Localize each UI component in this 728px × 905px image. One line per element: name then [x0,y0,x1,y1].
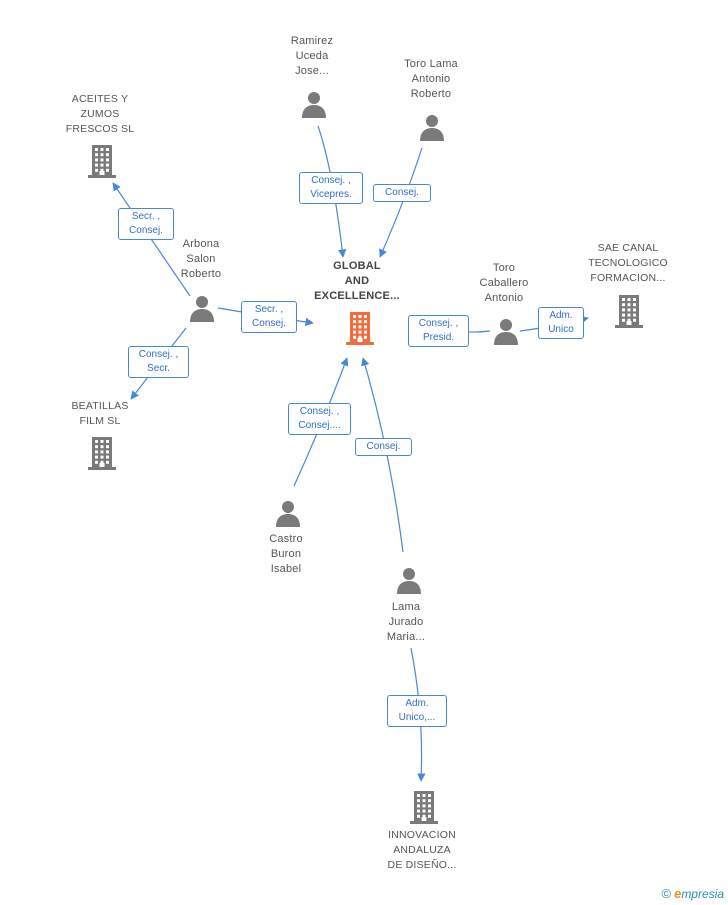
node-label-global-line-1: AND [344,275,370,287]
edge-label-lama-innovacion-line-0: Adm. [405,698,429,709]
node-label-toro-caballero-line-2: Antonio [484,292,524,304]
node-label-innovacion[interactable]: INNOVACION ANDALUZA DE DISEÑO... [372,828,472,873]
node-label-sae-line-2: FORMACION... [590,272,666,284]
node-label-lama-line-0: Lama [391,601,421,613]
edge-label-arbona-beatillas-line-1: Secr. [147,363,170,374]
node-label-toro-caballero-line-1: Caballero [479,277,529,289]
node-label-aceites[interactable]: ACEITES Y ZUMOS FRESCOS SL [52,92,148,137]
edge-label-ramirez-global-line-0: Consej. , [311,175,351,186]
person-icon[interactable] [300,90,328,123]
person-icon[interactable] [492,317,520,350]
edge-label-toro-lama-global-line-0: Consej. [385,187,419,198]
node-label-toro-lama-line-2: Roberto [410,88,452,100]
edge-label-toro-lama-global[interactable]: Consej. [373,184,431,202]
edge-label-castro-global[interactable]: Consej. , Consej.... [288,403,351,435]
node-label-sae[interactable]: SAE CANAL TECNOLOGICO FORMACION... [578,241,678,286]
brand-name: mpresia [681,887,724,901]
node-label-ramirez-line-0: Ramirez [290,35,334,47]
building-icon[interactable] [87,436,117,475]
edge-label-arbona-aceites-line-0: Secr. , [131,211,161,222]
node-label-innovacion-line-0: INNOVACION [388,829,456,841]
edge-label-toro-caballero-global-line-0: Consej. , [418,318,459,329]
node-label-castro-line-0: Castro [269,533,303,545]
node-label-castro-line-1: Buron [270,548,302,560]
edge-label-arbona-aceites[interactable]: Secr. , Consej. [118,208,174,240]
person-icon[interactable] [395,566,423,599]
edge-label-arbona-global[interactable]: Secr. , Consej. [241,301,297,333]
edge-label-lama-global[interactable]: Consej. [355,438,412,456]
person-icon[interactable] [418,113,446,146]
node-label-ramirez-line-1: Uceda [295,50,329,62]
node-label-beatillas[interactable]: BEATILLAS FILM SL [55,399,145,429]
node-label-sae-line-0: SAE CANAL [597,242,659,254]
node-label-toro-lama-line-1: Antonio [411,73,451,85]
building-icon[interactable] [409,790,439,829]
node-label-aceites-line-0: ACEITES Y [71,93,129,105]
node-label-toro-lama-line-0: Toro Lama [404,58,458,70]
edge-label-castro-global-line-1: Consej.... [298,420,341,431]
edge-label-arbona-global-line-0: Secr. , [254,304,284,315]
edge-label-toro-caballero-global[interactable]: Consej. , Presid. [408,315,469,347]
edge-label-lama-global-line-0: Consej. [366,441,401,452]
node-label-beatillas-line-1: FILM SL [79,415,121,427]
node-label-castro-line-2: Isabel [270,563,302,575]
edge-label-arbona-global-line-1: Consej. [252,318,286,329]
node-label-arbona-line-0: Arbona [182,238,220,250]
node-label-lama-line-1: Jurado [388,616,424,628]
node-label-aceites-line-2: FRESCOS SL [65,123,135,135]
person-icon[interactable] [188,294,216,327]
edge-label-lama-innovacion[interactable]: Adm. Unico,... [387,695,447,727]
building-icon[interactable] [345,311,375,350]
edge-label-lama-innovacion-line-1: Unico,... [398,712,436,723]
footer-brand: ©empresia [661,886,724,901]
node-label-global-line-0: GLOBAL [333,260,381,272]
node-label-arbona-line-1: Salon [186,253,216,265]
building-icon[interactable] [614,294,644,333]
brand-initial: e [674,886,682,901]
edge-label-arbona-aceites-line-1: Consej. [129,225,163,236]
node-label-global-line-2: EXCELLENCE... [314,290,400,302]
edge-label-ramirez-global[interactable]: Consej. , Vicepres. [299,172,363,204]
person-icon[interactable] [274,499,302,532]
node-label-innovacion-line-1: ANDALUZA [393,844,451,856]
edge-label-toro-caballero-sae-line-1: Unico [548,324,574,335]
edge-label-toro-caballero-sae[interactable]: Adm. Unico [538,307,584,339]
node-label-sae-line-1: TECNOLOGICO [588,257,668,269]
node-label-toro-caballero-line-0: Toro [492,262,516,274]
node-label-aceites-line-1: ZUMOS [80,108,120,120]
node-label-arbona-line-2: Roberto [180,268,222,280]
building-icon[interactable] [87,144,117,183]
node-label-lama-line-2: Maria... [386,631,426,643]
edge-label-arbona-beatillas[interactable]: Consej. , Secr. [128,346,189,378]
edge-label-ramirez-global-line-1: Vicepres. [310,189,352,200]
node-label-innovacion-line-2: DE DISEÑO... [387,859,457,871]
node-label-ramirez-line-2: Jose... [295,65,329,77]
edge-label-arbona-beatillas-line-0: Consej. , [138,349,179,360]
node-label-global[interactable]: GLOBAL AND EXCELLENCE... [308,259,406,304]
edge-toro-lama-global [379,147,423,258]
edge-label-toro-caballero-sae-line-0: Adm. [549,310,573,321]
edge-label-toro-caballero-global-line-1: Presid. [422,332,455,343]
edge-label-castro-global-line-0: Consej. , [299,406,340,417]
copyright-symbol: © [661,886,672,901]
node-label-beatillas-line-0: BEATILLAS [71,400,129,412]
